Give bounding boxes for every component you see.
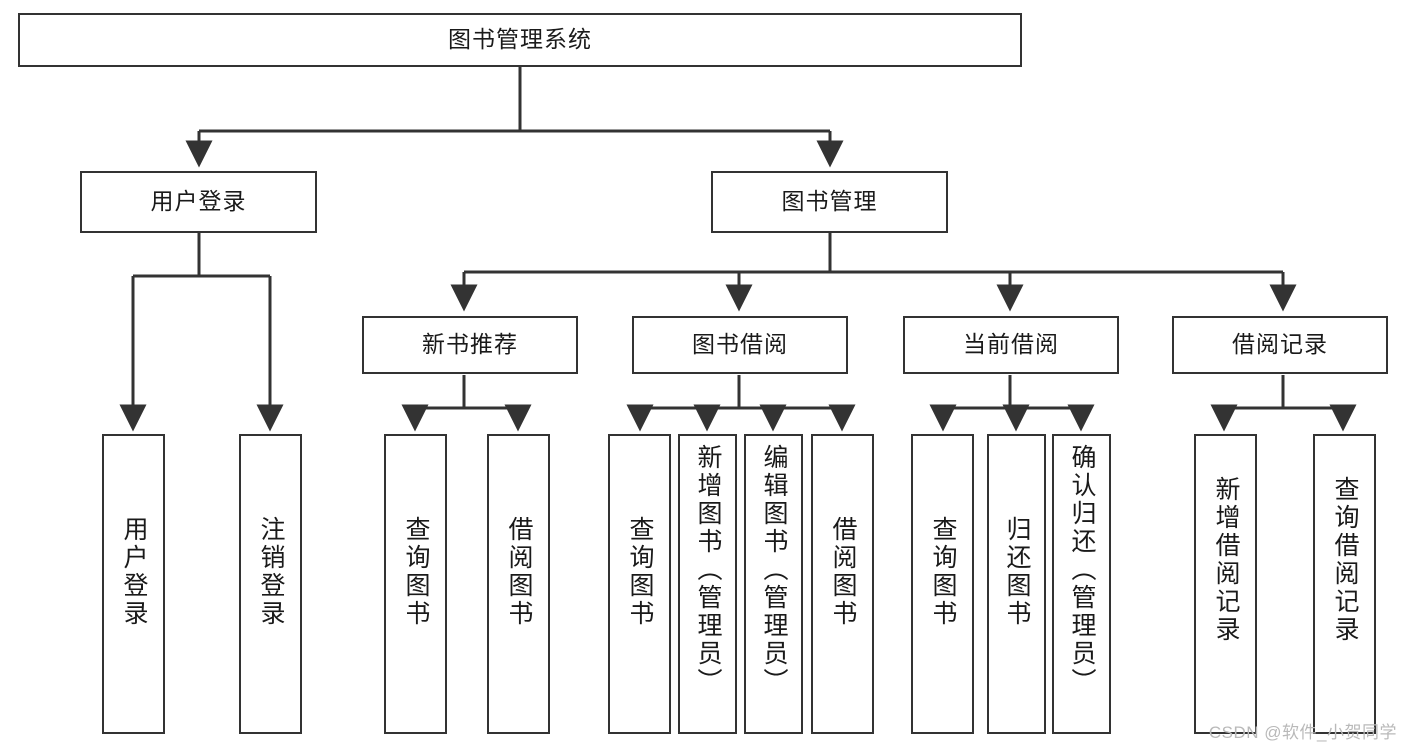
node-root[interactable]: 图书管理系统 <box>18 13 1022 67</box>
node-leaf-edit-book-label: 编辑图书（管理员） <box>760 444 788 696</box>
node-leaf-add-book-label: 新增图书（管理员） <box>694 444 722 696</box>
node-leaf-user-logout-label: 注销登录 <box>257 516 285 628</box>
node-new-book-rec-label: 新书推荐 <box>422 331 518 358</box>
node-leaf-query-book-1-label: 查询图书 <box>402 516 430 628</box>
node-leaf-query-record-label: 查询借阅记录 <box>1331 476 1359 644</box>
node-leaf-query-record[interactable]: 查询借阅记录 <box>1313 434 1376 734</box>
node-leaf-add-book[interactable]: 新增图书（管理员） <box>678 434 737 734</box>
node-current-borrow[interactable]: 当前借阅 <box>903 316 1119 374</box>
watermark: CSDN @软件_小贺同学 <box>1208 723 1397 742</box>
node-book-mgmt-label: 图书管理 <box>781 188 878 215</box>
node-leaf-add-record[interactable]: 新增借阅记录 <box>1194 434 1257 734</box>
node-leaf-borrow-book-2[interactable]: 借阅图书 <box>811 434 874 734</box>
node-leaf-return-book-label: 归还图书 <box>1003 516 1031 628</box>
node-user-login-label: 用户登录 <box>150 188 247 215</box>
node-leaf-borrow-book-1-label: 借阅图书 <box>505 516 533 628</box>
node-book-mgmt[interactable]: 图书管理 <box>711 171 948 233</box>
node-borrow-record[interactable]: 借阅记录 <box>1172 316 1388 374</box>
node-user-login[interactable]: 用户登录 <box>80 171 317 233</box>
node-leaf-add-record-label: 新增借阅记录 <box>1212 476 1240 644</box>
node-new-book-rec[interactable]: 新书推荐 <box>362 316 578 374</box>
node-leaf-query-book-3-label: 查询图书 <box>929 516 957 628</box>
node-book-borrow-label: 图书借阅 <box>692 331 788 358</box>
node-current-borrow-label: 当前借阅 <box>963 331 1059 358</box>
node-leaf-return-book[interactable]: 归还图书 <box>987 434 1046 734</box>
node-leaf-query-book-2[interactable]: 查询图书 <box>608 434 671 734</box>
node-leaf-query-book-1[interactable]: 查询图书 <box>384 434 447 734</box>
node-leaf-borrow-book-1[interactable]: 借阅图书 <box>487 434 550 734</box>
node-borrow-record-label: 借阅记录 <box>1232 331 1328 358</box>
node-leaf-confirm-return[interactable]: 确认归还（管理员） <box>1052 434 1111 734</box>
node-book-borrow[interactable]: 图书借阅 <box>632 316 848 374</box>
node-leaf-borrow-book-2-label: 借阅图书 <box>829 516 857 628</box>
node-root-label: 图书管理系统 <box>448 26 592 53</box>
node-leaf-user-login-label: 用户登录 <box>120 516 148 628</box>
node-leaf-query-book-3[interactable]: 查询图书 <box>911 434 974 734</box>
node-leaf-user-logout[interactable]: 注销登录 <box>239 434 302 734</box>
node-leaf-edit-book[interactable]: 编辑图书（管理员） <box>744 434 803 734</box>
node-leaf-confirm-return-label: 确认归还（管理员） <box>1068 444 1096 696</box>
node-leaf-user-login[interactable]: 用户登录 <box>102 434 165 734</box>
node-leaf-query-book-2-label: 查询图书 <box>626 516 654 628</box>
